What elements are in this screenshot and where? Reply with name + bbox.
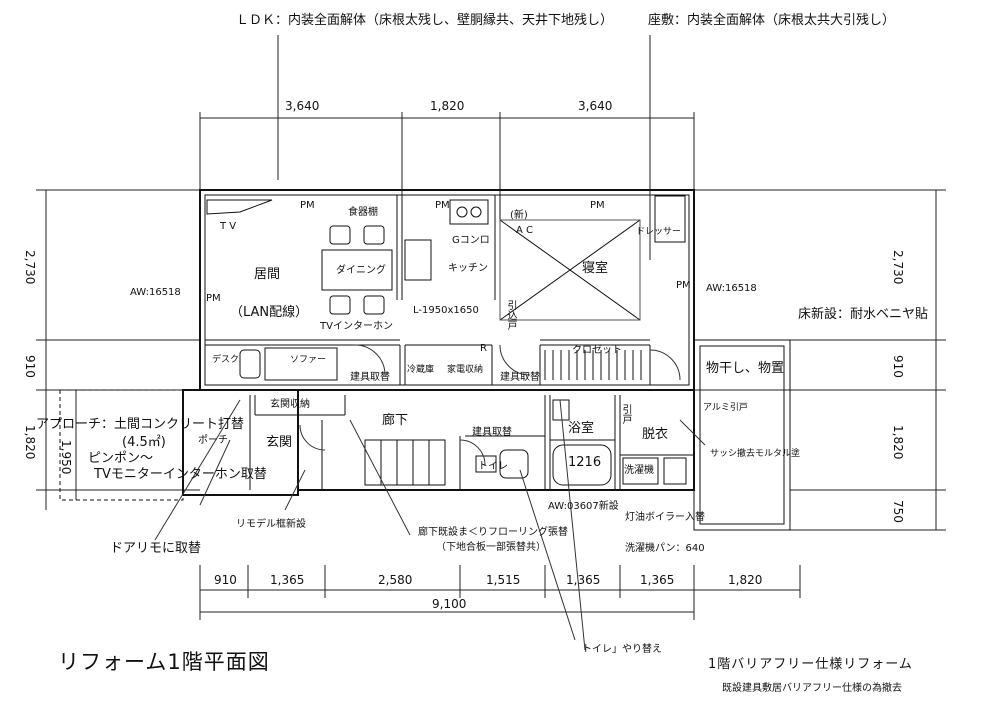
label-sentakuki: 洗濯機: [624, 465, 654, 476]
label-hikido: 引込戸: [505, 300, 516, 330]
dim-bottom-5: 1,365: [566, 573, 601, 587]
note-washpan: 洗濯機パン：640: [625, 543, 705, 554]
label-new: (新): [510, 210, 528, 221]
label-monohoshi: 物干し、物置: [706, 361, 785, 376]
title-sub-2: 既設建具敷居バリアフリー仕様の為撤去: [722, 683, 902, 694]
label-tategu-1: 建具取替: [350, 372, 390, 383]
label-tategu-2: 建具取替: [500, 372, 540, 383]
label-aw-bath: AW:03607新設: [548, 501, 619, 512]
note-approach-2: (4.5㎡): [122, 435, 166, 450]
dim-left-3: 1,820: [23, 425, 37, 460]
note-toilet: トイレ」やり替え: [582, 644, 662, 655]
label-rouka: 廊下: [382, 413, 409, 428]
note-yukashinsetsu: 床新設：耐水ベニヤ貼: [798, 307, 929, 322]
label-unit: 1216: [568, 455, 602, 470]
dim-bottom-1: 910: [214, 573, 237, 587]
label-tv-intercom: TVインターホン: [320, 321, 393, 332]
label-shokkidana: 食器棚: [348, 207, 378, 218]
note-pinpon-2: TVモニターインターホン取替: [94, 467, 267, 482]
label-r-mark: R: [480, 343, 487, 354]
label-ima: 居間: [254, 267, 281, 282]
label-dining: ダイニング: [336, 265, 386, 276]
label-pm-3: PM: [590, 200, 605, 211]
label-desk: デスク: [212, 355, 240, 365]
label-dresser: ドレッサー: [636, 227, 682, 237]
label-l-size: L-1950x1650: [413, 305, 479, 316]
label-yokushitsu: 浴室: [568, 421, 595, 436]
dim-right-2: 910: [891, 355, 905, 378]
label-closet: クロゼット: [572, 345, 622, 356]
label-shinshitsu: 寝室: [582, 261, 609, 276]
note-rouka-floor-1: 廊下既設ま＜りフローリング張替: [418, 527, 568, 538]
dim-bottom-7: 1,820: [728, 573, 763, 587]
dim-top-3: 3,640: [578, 99, 613, 113]
title-sub-1: 1階バリアフリー仕様リフォーム: [708, 657, 913, 672]
note-pinpon-1: ピンポン～: [88, 451, 154, 466]
label-tv: T V: [220, 221, 237, 232]
label-tategu-3: 建具取替: [472, 427, 512, 438]
note-ldk: ＬＤＫ：内装全面解体（床根太残し、壁胴縁共、天井下地残し）: [236, 13, 614, 28]
label-pm-5: PM: [676, 280, 691, 291]
note-boiler: 灯油ボイラー入替: [625, 512, 705, 523]
label-ac: A C: [516, 225, 534, 236]
dim-left-4: 1,950: [59, 440, 73, 475]
note-rimodel: リモデル框新設: [236, 519, 306, 530]
dim-bottom-4: 1,515: [486, 573, 521, 587]
label-genkan-shuno: 玄関収納: [270, 399, 310, 410]
title-main: リフォーム1階平面図: [58, 650, 270, 674]
label-sofa: ソファー: [290, 355, 327, 365]
label-g-konro: Gコンロ: [452, 235, 490, 246]
label-aw-right: AW:16518: [706, 283, 757, 294]
label-hikido2: 引戸: [620, 404, 631, 424]
note-zashiki: 座敷：内装全面解体（床根太共大引残し）: [648, 13, 896, 28]
dim-right-3: 1,820: [891, 425, 905, 460]
dim-bottom-2: 1,365: [270, 573, 305, 587]
dim-bottom-3: 2,580: [378, 573, 413, 587]
label-alumi: アルミ引戸: [703, 403, 748, 413]
label-pm-1: PM: [300, 200, 315, 211]
label-genkan: 玄関: [266, 435, 293, 450]
label-lan: （LAN配線）: [230, 305, 309, 320]
note-door: ドアリモに取替: [110, 541, 202, 556]
label-toire: トイレ: [478, 461, 508, 472]
dim-total: 9,100: [432, 597, 467, 611]
dim-left-1: 2,730: [23, 250, 37, 285]
label-pm-2: PM: [435, 200, 450, 211]
dim-right-1: 2,730: [891, 250, 905, 285]
label-datsui: 脱衣: [642, 427, 669, 442]
label-sash: サッシ撤去モルタル塗: [710, 449, 801, 459]
dim-bottom-6: 1,365: [640, 573, 675, 587]
label-aw-left: AW:16518: [130, 287, 181, 298]
label-pm-4: PM: [206, 293, 221, 304]
dim-top-2: 1,820: [430, 99, 465, 113]
dim-right-4: 750: [891, 500, 905, 523]
note-rouka-floor-2: （下地合板一部張替共）: [436, 542, 546, 553]
label-porch: ポーチ: [198, 435, 228, 446]
dim-top-1: 3,640: [285, 99, 320, 113]
label-reizoko: 冷蔵庫: [407, 365, 435, 375]
dim-left-2: 910: [23, 355, 37, 378]
note-approach-1: アプローチ：土間コンクリート打替: [36, 417, 245, 432]
label-kitchen: キッチン: [448, 263, 488, 274]
label-kaden: 家電収納: [447, 365, 484, 375]
